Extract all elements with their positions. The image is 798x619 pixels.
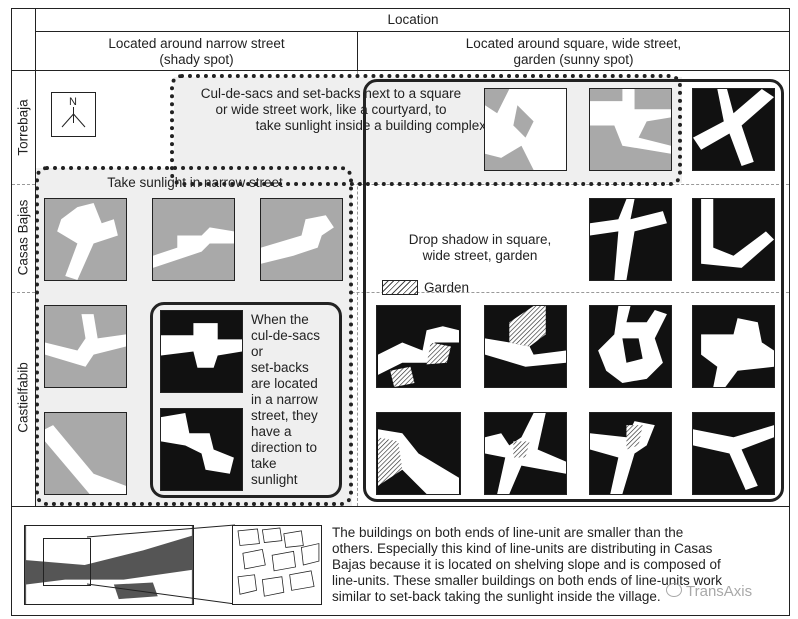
footer-divider <box>11 506 790 507</box>
map-tile-black <box>484 412 567 495</box>
courtyard-note-line2: or wide street work, like a courtyard, t… <box>215 102 447 117</box>
map-tile-gray <box>589 88 672 171</box>
map-tile-gray <box>260 198 343 281</box>
cul-de-sac-note-9: direction to <box>251 440 318 455</box>
cul-de-sac-note-6: in a narrow <box>251 392 318 407</box>
map-tile-black <box>692 305 775 388</box>
cul-de-sac-note-3: or <box>251 344 264 359</box>
map-tile-black <box>376 412 461 495</box>
footer-text-line5: similar to set-back taking the sunlight … <box>332 589 661 604</box>
row-label-castielfabib: Castielfabib <box>15 362 31 433</box>
map-tile-black <box>376 305 461 388</box>
map-tile-black <box>589 198 672 281</box>
map-tile-black <box>160 408 243 491</box>
column-header-wide-line2: garden (sunny spot) <box>513 52 634 67</box>
map-tile-black <box>692 198 775 281</box>
location-header: Location <box>387 12 439 27</box>
narrow-street-dotted-outline <box>35 166 353 506</box>
garden-legend-label: Garden <box>424 280 470 295</box>
cul-de-sac-note-1: When the <box>251 312 309 327</box>
map-tile-gray <box>44 412 127 495</box>
cul-de-sac-note-10: take <box>251 456 277 471</box>
cul-de-sac-note-2: cul-de-sacs <box>251 328 321 343</box>
footer-text-line2: others. Especially this kind of line-uni… <box>332 541 713 556</box>
frame-left <box>11 8 12 616</box>
cul-de-sac-note-7: street, they <box>251 408 318 423</box>
map-tile-gray <box>44 198 127 281</box>
column-header-wide-line1: Located around square, wide street, <box>465 36 682 51</box>
cul-de-sac-note-8: have a <box>251 424 292 439</box>
column-divider-dashed <box>357 71 358 506</box>
column-header-narrow-line2: (shady spot) <box>159 52 234 67</box>
footer-text-line3: Bajas because it is located on shelving … <box>332 557 721 572</box>
map-tile-black <box>589 305 672 388</box>
row-label-torrebaja: Torrebaja <box>15 99 31 156</box>
map-tile-black <box>692 88 775 171</box>
cul-de-sac-note-4: set-backs <box>251 360 309 375</box>
column-header-narrow-line1: Located around narrow street <box>108 36 285 51</box>
frame-right <box>789 8 790 616</box>
map-tile-gray <box>44 305 127 388</box>
column-divider <box>357 31 358 71</box>
drop-shadow-note-line1: Drop shadow in square, <box>408 232 552 247</box>
north-arrow-icon: N <box>51 92 96 137</box>
sunny-spot-solid-outline <box>363 79 784 502</box>
line-unit-overview-map <box>24 525 194 605</box>
map-tile-black <box>692 412 775 495</box>
line-unit-focus-frame <box>43 538 91 586</box>
drop-shadow-note-line2: wide street, garden <box>422 248 538 263</box>
courtyard-dotted-outline <box>170 74 682 186</box>
map-tile-black <box>484 305 567 388</box>
cul-de-sac-note-5: are located <box>251 376 318 391</box>
map-tile-gray <box>152 198 235 281</box>
garden-legend-swatch <box>382 280 418 295</box>
courtyard-note-line3: take sunlight inside a building complex <box>255 118 486 133</box>
watermark-icon <box>666 583 682 597</box>
watermark-label: TransAxis <box>686 583 753 600</box>
footer-text-line4: line-units. These smaller buildings on b… <box>332 573 722 588</box>
watermark: TransAxis <box>666 583 752 600</box>
cul-de-sac-solid-outline <box>150 302 342 498</box>
map-tile-black <box>160 310 243 393</box>
north-label: N <box>69 96 77 108</box>
narrow-street-note: Take sunlight in narrow street <box>107 175 283 190</box>
map-tile-gray <box>484 88 567 171</box>
courtyard-note-line1: Cul-de-sacs and set-backs next to a squa… <box>200 86 462 101</box>
header-row-divider <box>35 31 790 32</box>
cul-de-sac-note-11: sunlight <box>251 472 298 487</box>
frame-bottom <box>11 615 790 616</box>
line-unit-detail-map <box>232 525 322 605</box>
footer-text-line1: The buildings on both ends of line-unit … <box>332 525 684 540</box>
map-tile-black <box>589 412 672 495</box>
header-bottom-divider <box>11 70 790 71</box>
row-label-casas-bajas: Casas Bajas <box>15 199 31 276</box>
frame-top <box>11 8 790 9</box>
zoom-connector-lines <box>86 524 236 605</box>
